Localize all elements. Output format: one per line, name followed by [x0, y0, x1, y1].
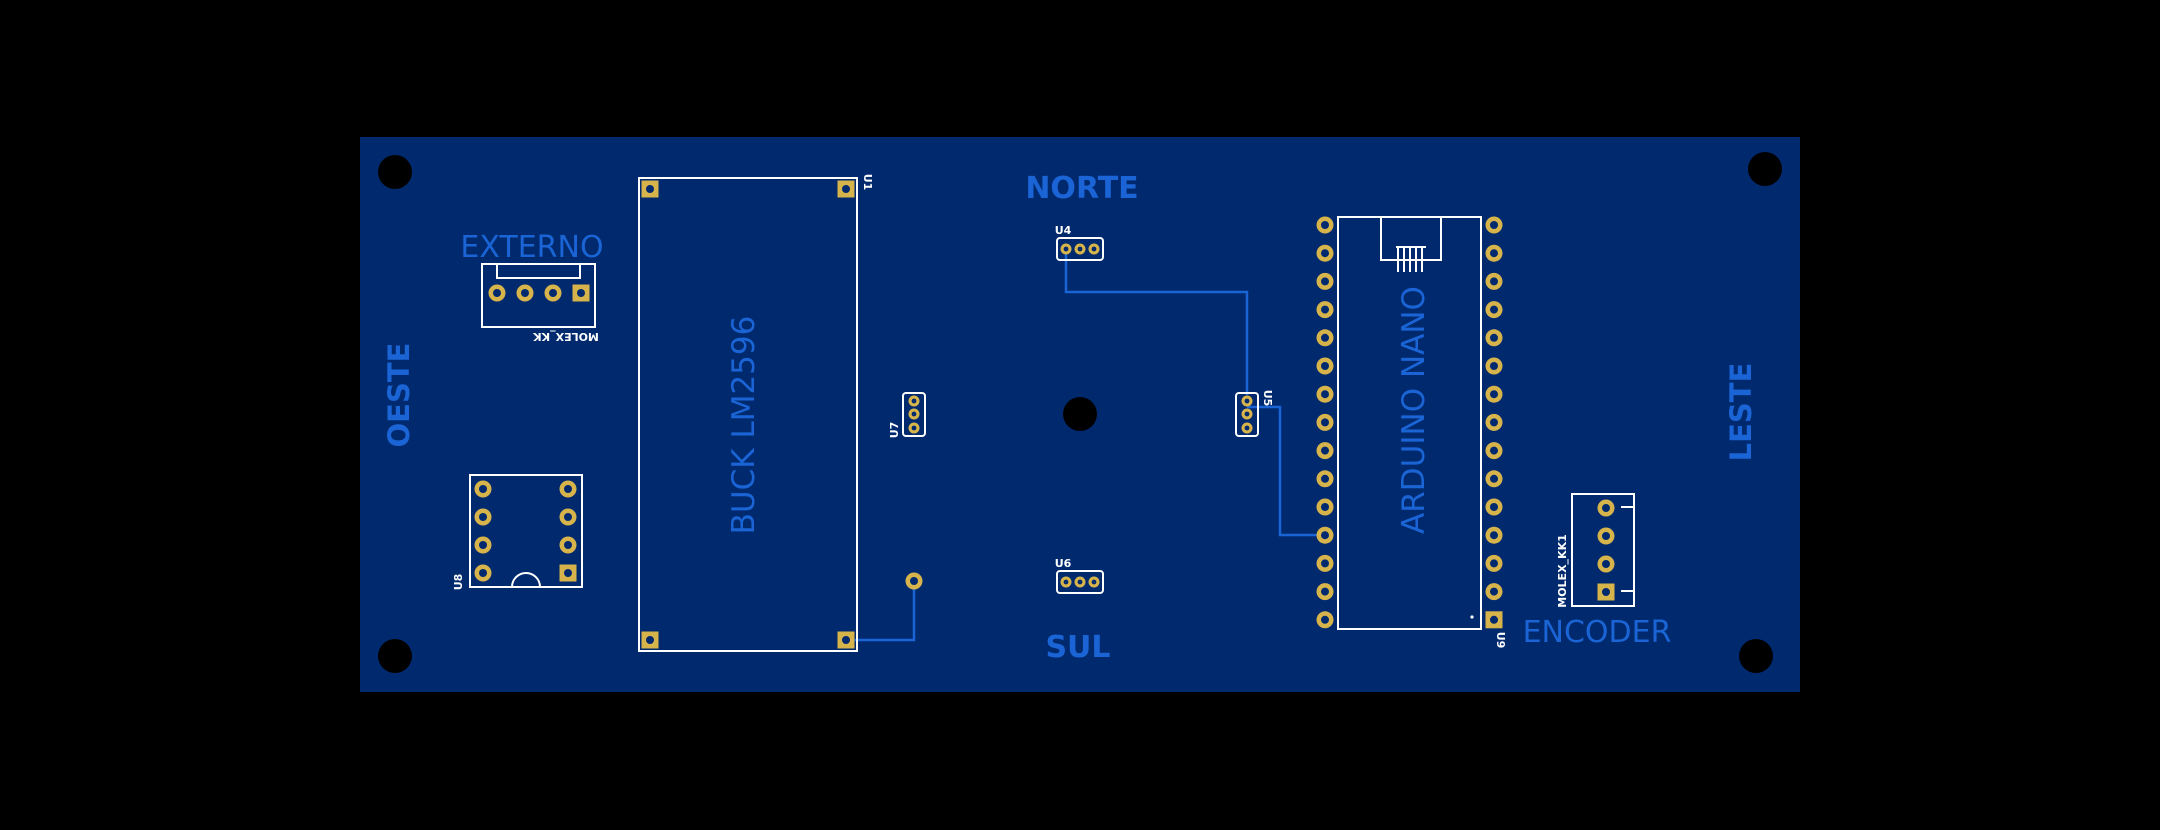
nano-pin-right: [1485, 301, 1503, 319]
nano-pin-right: [1485, 272, 1503, 290]
nano-pin-right: [1485, 611, 1503, 629]
ref-molex-kk: MOLEX_KK: [533, 330, 599, 343]
nano-pin-right: [1485, 413, 1503, 431]
ref-u5: U5: [1261, 390, 1274, 407]
mounting-hole-icon: [1063, 397, 1097, 431]
mounting-hole-icon: [1739, 639, 1773, 673]
nano-pin-right: [1485, 554, 1503, 572]
ref-molex-kk1: MOLEX_KK1: [1556, 534, 1569, 608]
u8-dip8-socket: U8: [452, 474, 583, 591]
nano-pin-left: [1316, 385, 1334, 403]
label-sul: SUL: [1045, 630, 1110, 665]
ref-u7: U7: [888, 422, 901, 439]
ref-u1: U1: [861, 174, 874, 191]
nano-pin-left: [1316, 413, 1334, 431]
u4-header-3pin: U4: [1055, 224, 1104, 261]
nano-pin-right: [1485, 329, 1503, 347]
nano-pin-right: [1485, 470, 1503, 488]
nano-pin-right: [1485, 216, 1503, 234]
nano-pin-right: [1485, 526, 1503, 544]
nano-pin-left: [1316, 442, 1334, 460]
nano-pin-left: [1316, 357, 1334, 375]
nano-pin-left: [1316, 554, 1334, 572]
label-norte: NORTE: [1025, 171, 1138, 206]
ref-u8: U8: [452, 574, 465, 591]
buck-lm2596-module: BUCK LM2596 U1: [638, 174, 874, 652]
nano-pin-left: [1316, 216, 1334, 234]
usb-connector-icon: [1380, 216, 1442, 272]
nano-pin-right: [1485, 442, 1503, 460]
label-encoder: ENCODER: [1523, 615, 1672, 650]
nano-pin-left: [1316, 583, 1334, 601]
label-oeste: OESTE: [382, 343, 416, 448]
nano-pin-left: [1316, 611, 1334, 629]
nano-pin-right: [1485, 385, 1503, 403]
test-pad: [905, 572, 923, 590]
nano-pin-right: [1485, 244, 1503, 262]
ref-u9: U9: [1494, 632, 1507, 649]
molex-kk-connector: MOLEX_KK: [481, 263, 599, 343]
ref-u6: U6: [1055, 557, 1072, 570]
arduino-label: ARDUINO NANO: [1396, 286, 1432, 534]
nano-pin-left: [1316, 526, 1334, 544]
mounting-hole-icon: [1748, 152, 1782, 186]
mounting-hole-icon: [378, 639, 412, 673]
nano-pin-right: [1485, 498, 1503, 516]
copper-traces: [845, 249, 1325, 642]
nano-pin-left: [1316, 498, 1334, 516]
u5-header-3pin: U5: [1235, 390, 1274, 437]
nano-pin-left: [1316, 244, 1334, 262]
u6-header-3pin: U6: [1055, 557, 1104, 594]
label-externo: EXTERNO: [460, 230, 603, 265]
u7-header-3pin: U7: [888, 392, 926, 439]
nano-pin-left: [1316, 329, 1334, 347]
nano-pin-right: [1485, 357, 1503, 375]
ref-u4: U4: [1055, 224, 1072, 237]
molex-kk1-connector: MOLEX_KK1: [1556, 493, 1635, 608]
nano-pin-left: [1316, 272, 1334, 290]
arduino-nano-module: ARDUINO NANO U9: [1316, 216, 1507, 649]
nano-pin-left: [1316, 470, 1334, 488]
label-leste: LESTE: [1724, 363, 1758, 462]
buck-label: BUCK LM2596: [726, 316, 762, 535]
nano-pin-left: [1316, 301, 1334, 319]
mounting-hole-icon: [378, 155, 412, 189]
nano-pin-right: [1485, 583, 1503, 601]
